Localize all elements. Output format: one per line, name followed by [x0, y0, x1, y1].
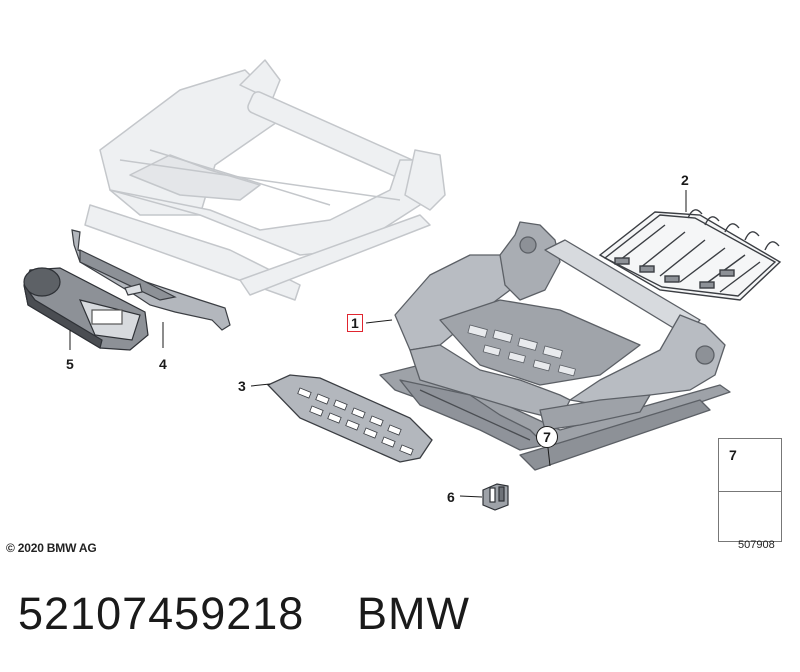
image-number: 507908	[738, 539, 775, 551]
callout-4: 4	[159, 356, 167, 372]
callout-3: 3	[238, 378, 246, 394]
leader-lines	[69, 190, 687, 498]
callout-6: 6	[447, 489, 455, 505]
part-1-seat-frame	[379, 221, 731, 471]
copyright-text: © 2020 BMW AG	[6, 541, 97, 555]
callout-2: 2	[681, 172, 689, 188]
part-4-trim-cover	[71, 229, 231, 331]
legend-divider	[719, 491, 781, 492]
seat-frame-diagram	[23, 59, 782, 534]
callout-1: 1	[347, 314, 363, 332]
part-3-seat-plate	[266, 374, 433, 463]
brand-name: BMW	[357, 588, 470, 639]
legend-item-number: 7	[729, 447, 737, 463]
part-number: 52107459218	[18, 588, 305, 639]
part-2-spring-mat	[598, 209, 782, 301]
callout-7: 7	[536, 426, 558, 448]
hardware-legend-box: 7	[718, 438, 782, 542]
part-6-clip	[482, 483, 509, 511]
callout-5: 5	[66, 356, 74, 372]
part-5-actuator	[23, 267, 149, 351]
reference-seat-frame-ghost	[84, 59, 446, 301]
